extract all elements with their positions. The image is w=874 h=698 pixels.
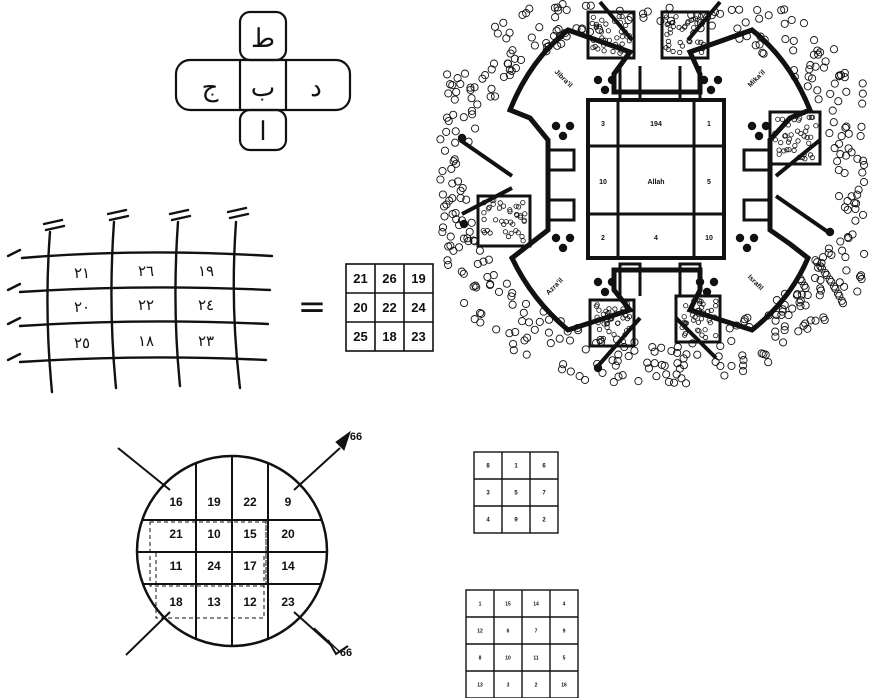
hand-cell: ١٨ <box>138 332 154 350</box>
mandala-cell: 4 <box>654 235 658 242</box>
mandala-cell: 194 <box>650 121 662 128</box>
grid-cell: 8 <box>486 464 490 470</box>
mandala-center-label: Allah <box>647 179 664 186</box>
corner-label: Azra'il <box>545 277 565 297</box>
circle-grid-cell: 16 <box>169 495 183 509</box>
grid-cell: 2 <box>542 518 546 524</box>
pointer-bottom-label: 66 <box>340 647 352 659</box>
grid-cell: 3 <box>486 491 490 497</box>
hand-cell: ٢٥ <box>74 334 90 352</box>
grid-cell: 24 <box>411 300 426 315</box>
circle-grid-cell: 15 <box>243 527 257 541</box>
mandala-cell: 10 <box>599 179 607 186</box>
circle-grid-cell: 20 <box>281 527 295 541</box>
mandala-table-text: 3 194 1 10 Allah 5 2 4 10 <box>599 121 713 242</box>
grid-cell: 21 <box>353 271 367 286</box>
grid-cell: 9 <box>514 518 518 524</box>
grid-cell: 23 <box>411 329 425 344</box>
grid-cell: 1 <box>479 601 482 607</box>
circle-grid-cell: 10 <box>207 527 221 541</box>
circle-grid-cell: 11 <box>170 559 183 573</box>
grid-cell: 22 <box>382 300 396 315</box>
grid-cell: 19 <box>411 271 425 286</box>
circle-grid-cell: 24 <box>207 559 221 573</box>
circle-grid-cell: 23 <box>281 595 295 609</box>
grid-cell: 4 <box>563 601 566 607</box>
mandala-cell: 1 <box>707 121 711 128</box>
circle-grid-cell: 9 <box>285 495 292 509</box>
grid-cell: 20 <box>353 300 367 315</box>
cross-top-letter: ط <box>251 24 275 54</box>
grid-cell: 5 <box>514 491 518 497</box>
grid-cell: 11 <box>533 655 539 661</box>
mandala-cell: 10 <box>705 235 713 242</box>
cross-center-letter: ب <box>251 73 275 103</box>
grid-cell: 5 <box>563 655 566 661</box>
cross-left-letter: ج <box>202 73 219 103</box>
grid-cell: 13 <box>477 682 483 688</box>
grid-cell: 9 <box>563 628 566 634</box>
grid-cell: 18 <box>382 329 396 344</box>
grid-cell: 8 <box>479 655 482 661</box>
circle-grid-cell: 12 <box>243 595 257 609</box>
mandala-cell: 2 <box>601 235 605 242</box>
hand-cell: ٢٦ <box>138 262 154 280</box>
mandala <box>460 2 828 366</box>
grid-cell: 2 <box>535 682 538 688</box>
printed-magic-square: 21 26 19 20 22 24 25 18 23 <box>346 264 433 351</box>
circle-grid-cell: 13 <box>207 595 221 609</box>
grid-cell: 14 <box>533 601 539 607</box>
hand-cell: ١٩ <box>198 262 214 280</box>
grid-cell: 15 <box>505 601 511 607</box>
arrow-top-right-icon <box>336 432 350 450</box>
hand-cell: ٢٤ <box>198 296 214 314</box>
corner-label: Israfil <box>746 274 764 292</box>
circle-grid-cell: 14 <box>281 559 295 573</box>
mandala-cell: 5 <box>707 179 711 186</box>
circle-grid-cell: 21 <box>169 527 183 541</box>
circle-grid-cell: 17 <box>243 559 257 573</box>
hand-cell: ٢١ <box>74 264 90 282</box>
handwritten-grid-values: ٢١ ٢٦ ١٩ ٢٠ ٢٢ ٢٤ ٢٥ ١٨ ٢٣ <box>74 262 214 352</box>
cross-bottom-letter: ا <box>259 117 266 147</box>
grid-cell: 7 <box>542 491 546 497</box>
grid-cell: 26 <box>382 271 396 286</box>
grid-cell: 25 <box>353 329 367 344</box>
hand-cell: ٢٢ <box>138 296 154 314</box>
hand-cell: ٢٣ <box>198 332 214 350</box>
corner-label: Jibra'il <box>553 69 574 90</box>
pointer-top-label: 66 <box>350 431 362 443</box>
mandala-cell: 3 <box>601 121 605 128</box>
grid-cell: 6 <box>542 464 546 470</box>
small-magic-square-3x3: 8 1 6 3 5 7 4 9 2 <box>474 452 558 533</box>
equals-sign: = <box>298 287 327 327</box>
grid-cell: 16 <box>561 682 567 688</box>
grid-cell: 1 <box>514 464 518 470</box>
cross-right-letter: د <box>310 73 322 103</box>
grid-cell: 3 <box>507 682 510 688</box>
circle-grid-cell: 18 <box>169 595 183 609</box>
grid-cell: 4 <box>486 518 490 524</box>
grid-cell: 10 <box>505 655 511 661</box>
grid-cell: 6 <box>507 628 510 634</box>
grid-cell: 12 <box>477 628 483 634</box>
circle-grid-cell: 19 <box>207 495 221 509</box>
circle-grid-cell: 22 <box>243 495 257 509</box>
hand-cell: ٢٠ <box>74 298 90 316</box>
grid-cell: 7 <box>535 628 538 634</box>
corner-label: Mika'il <box>747 69 767 89</box>
circle-magic-square <box>118 432 350 655</box>
